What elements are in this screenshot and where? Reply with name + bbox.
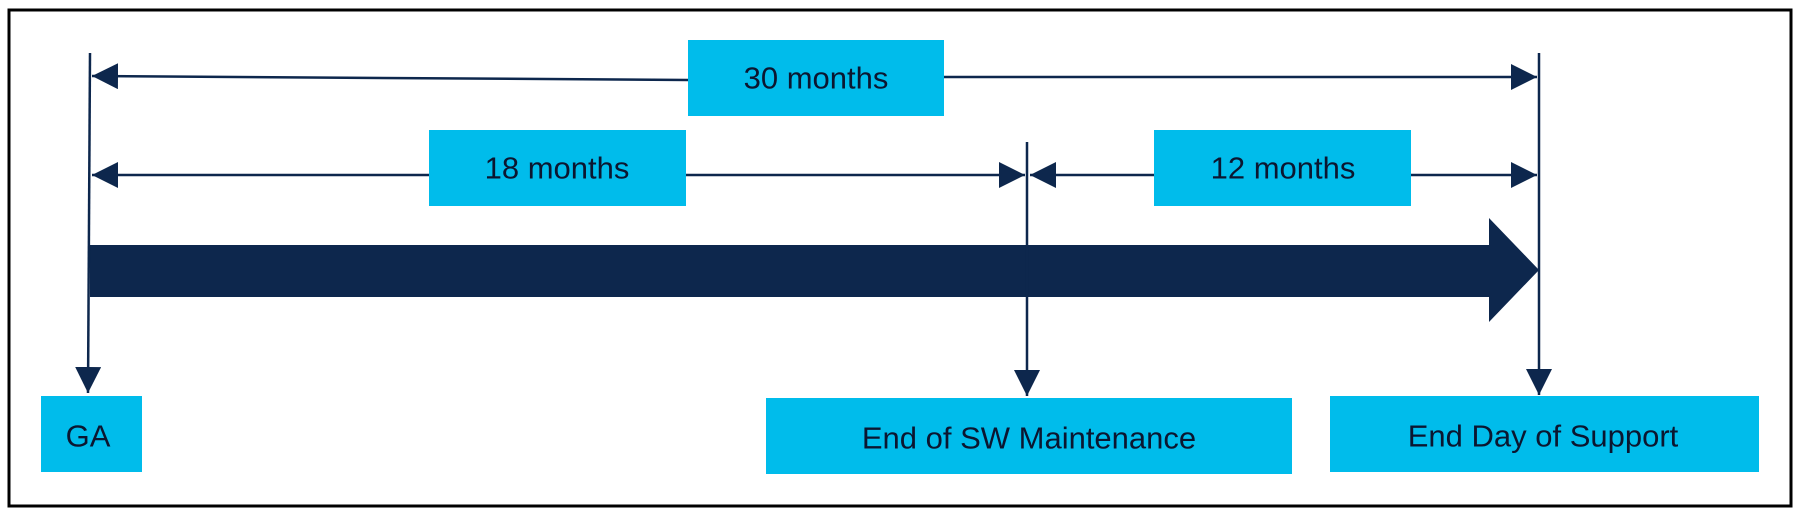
span-12-months-box: 12 months <box>1154 130 1411 206</box>
ga-milestone-line <box>75 52 102 394</box>
milestone-end-day-support-box: End Day of Support <box>1330 396 1759 472</box>
span-30-months-arrow-left <box>91 63 689 90</box>
milestone-end-day-support-label: End Day of Support <box>1408 419 1679 454</box>
milestone-ga-box: GA <box>41 396 142 472</box>
milestone-ga-label: GA <box>66 419 111 454</box>
span-30-months-label: 30 months <box>744 61 889 96</box>
timeline-main-arrow <box>90 218 1539 322</box>
span-18-months-label: 18 months <box>485 151 630 186</box>
span-30-months-box: 30 months <box>688 40 944 116</box>
span-18-months-box: 18 months <box>429 130 686 206</box>
diagram-frame <box>7 8 1793 508</box>
milestone-end-sw-maintenance-label: End of SW Maintenance <box>862 421 1196 456</box>
span-12-months-label: 12 months <box>1211 151 1356 186</box>
milestone-end-sw-maintenance-box: End of SW Maintenance <box>766 398 1292 474</box>
